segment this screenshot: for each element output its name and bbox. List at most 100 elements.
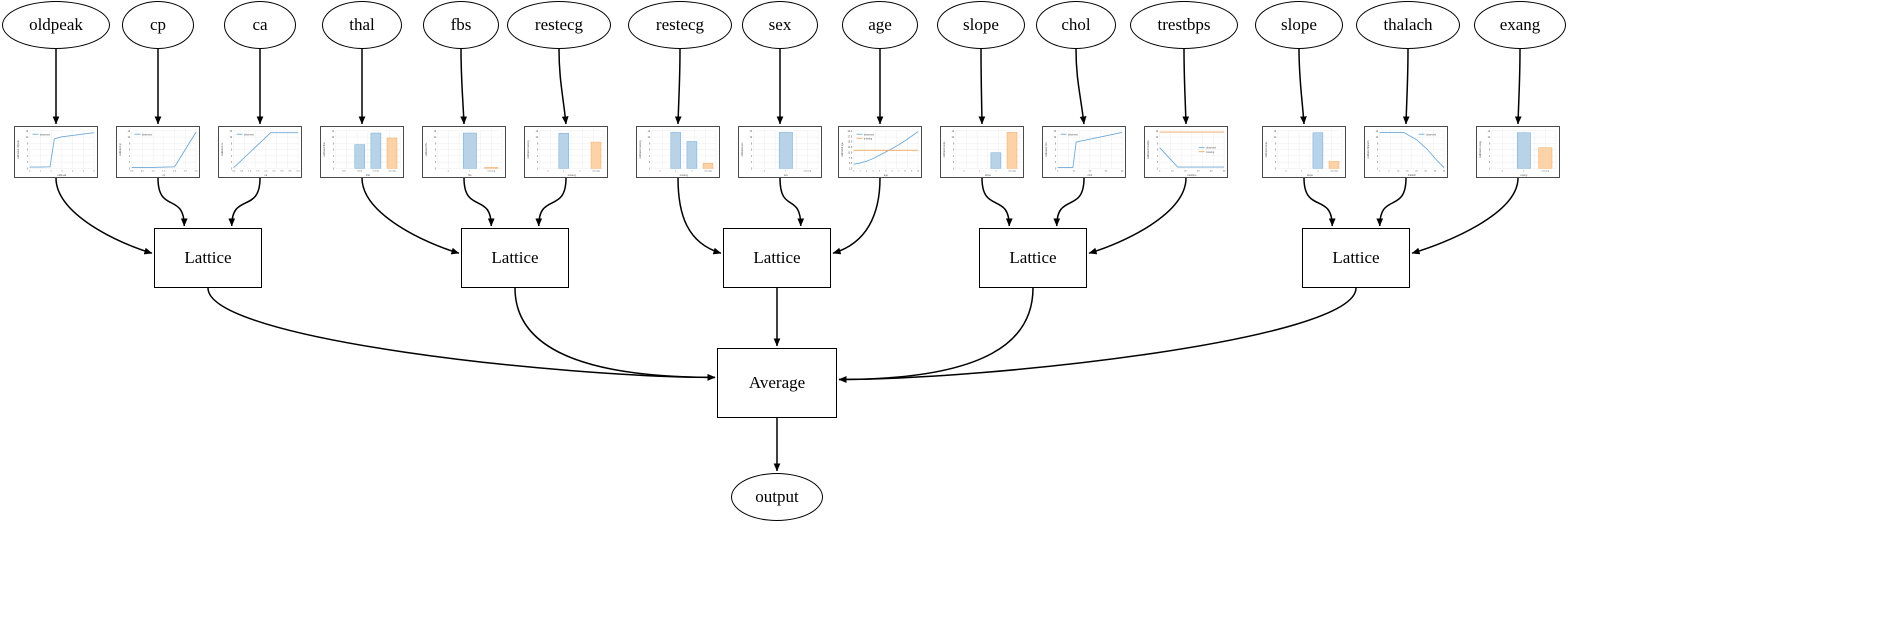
feature-node-restecg[interactable]: restecg <box>507 1 611 49</box>
feature-node-fbs[interactable]: fbs <box>423 1 499 49</box>
feature-node-trestbps[interactable]: trestbps <box>1130 1 1238 49</box>
svg-text:0: 0 <box>1157 169 1159 171</box>
svg-text:0: 0 <box>1159 171 1161 173</box>
svg-text:2: 2 <box>1275 162 1277 164</box>
feature-node-label: age <box>868 15 892 34</box>
svg-text:restecg: restecg <box>568 174 577 177</box>
svg-text:observed: observed <box>40 133 51 136</box>
feature-node-restecg[interactable]: restecg <box>628 1 732 49</box>
feature-node-label: cp <box>149 15 167 34</box>
feature-node-label: chol <box>1061 15 1091 34</box>
lattice-node-4[interactable]: Lattice <box>1302 228 1410 288</box>
feature-node-thal[interactable]: thal <box>322 1 402 49</box>
svg-text:10: 10 <box>750 137 753 139</box>
svg-text:15: 15 <box>1406 171 1409 173</box>
svg-text:1: 1 <box>675 171 677 173</box>
svg-text:2: 2 <box>537 162 539 164</box>
svg-text:calibrated exang: calibrated exang <box>1479 140 1482 158</box>
svg-text:12: 12 <box>332 131 335 133</box>
svg-text:5.0: 5.0 <box>849 163 853 165</box>
svg-text:8: 8 <box>27 144 29 146</box>
svg-text:0: 0 <box>764 171 766 173</box>
feature-node-cp[interactable]: cp <box>122 1 194 49</box>
lattice-node-0[interactable]: Lattice <box>154 228 262 288</box>
feature-node-slope[interactable]: slope <box>937 1 1025 49</box>
svg-text:chol: chol <box>1088 174 1093 177</box>
svg-text:12: 12 <box>434 131 437 133</box>
svg-text:10: 10 <box>536 137 539 139</box>
svg-text:12: 12 <box>128 131 131 133</box>
svg-text:missing: missing <box>1008 171 1016 173</box>
output-node-label: output <box>755 487 799 506</box>
lattice-node-1[interactable]: Lattice <box>461 228 569 288</box>
svg-text:12: 12 <box>230 131 233 133</box>
svg-text:40: 40 <box>1121 171 1124 173</box>
svg-text:8: 8 <box>953 144 955 146</box>
svg-text:0: 0 <box>129 169 131 171</box>
svg-text:calibrated thal: calibrated thal <box>323 142 326 157</box>
svg-text:1: 1 <box>859 171 861 173</box>
feature-node-age[interactable]: age <box>842 1 918 49</box>
svg-text:8: 8 <box>333 144 335 146</box>
svg-text:cp: cp <box>163 174 166 177</box>
svg-text:12: 12 <box>536 131 539 133</box>
svg-text:revrsbl: revrsbl <box>373 170 380 173</box>
svg-text:5: 5 <box>83 171 85 173</box>
svg-text:0: 0 <box>1379 171 1381 173</box>
svg-text:4: 4 <box>231 156 233 158</box>
svg-text:calibrated oldpeak: calibrated oldpeak <box>17 139 20 158</box>
svg-text:fixed: fixed <box>357 171 362 173</box>
svg-text:8: 8 <box>905 171 907 173</box>
svg-text:12: 12 <box>26 131 29 133</box>
feature-node-label: ca <box>252 15 268 34</box>
average-node[interactable]: Average <box>717 348 837 418</box>
feature-node-label: restecg <box>534 15 584 34</box>
feature-node-sex[interactable]: sex <box>742 1 818 49</box>
svg-text:0: 0 <box>1055 169 1057 171</box>
svg-text:6: 6 <box>93 171 95 173</box>
edges-feature-to-panel <box>52 48 1522 125</box>
svg-text:2.0: 2.0 <box>173 171 177 173</box>
svg-text:2: 2 <box>1489 162 1491 164</box>
svg-text:1.0: 1.0 <box>152 171 156 173</box>
svg-text:missing: missing <box>388 171 396 173</box>
svg-text:30: 30 <box>1434 171 1437 173</box>
svg-text:20: 20 <box>1184 171 1187 173</box>
feature-node-exang[interactable]: exang <box>1474 1 1566 49</box>
svg-text:0: 0 <box>435 169 437 171</box>
lattice-node-2[interactable]: Lattice <box>723 228 831 288</box>
svg-text:10: 10 <box>1054 137 1057 139</box>
svg-text:calibrated slope: calibrated slope <box>943 141 946 158</box>
svg-text:12: 12 <box>1156 131 1159 133</box>
svg-text:missing: missing <box>804 171 812 173</box>
svg-text:4: 4 <box>751 156 753 158</box>
svg-text:12: 12 <box>952 131 955 133</box>
feature-node-chol[interactable]: chol <box>1036 1 1116 49</box>
feature-node-oldpeak[interactable]: oldpeak <box>2 1 110 49</box>
svg-text:6: 6 <box>333 150 335 152</box>
svg-text:10: 10 <box>26 137 29 139</box>
svg-text:3.5: 3.5 <box>288 171 292 173</box>
output-node[interactable]: output <box>731 473 823 521</box>
svg-text:2: 2 <box>1377 162 1379 164</box>
svg-text:3: 3 <box>872 171 874 173</box>
svg-text:0: 0 <box>963 171 965 173</box>
svg-text:4: 4 <box>435 156 437 158</box>
feature-node-ca[interactable]: ca <box>224 1 296 49</box>
feature-node-label: sex <box>768 15 792 34</box>
lattice-node-label: Lattice <box>184 248 232 267</box>
feature-node-thalach[interactable]: thalach <box>1356 1 1460 49</box>
feature-node-slope[interactable]: slope <box>1255 1 1343 49</box>
svg-text:observed: observed <box>142 133 153 136</box>
svg-text:slope: slope <box>1307 174 1314 177</box>
svg-text:missing: missing <box>704 171 712 173</box>
svg-text:missing: missing <box>1206 151 1215 154</box>
svg-text:12: 12 <box>750 131 753 133</box>
lattice-node-3[interactable]: Lattice <box>979 228 1087 288</box>
svg-text:3.0: 3.0 <box>280 171 284 173</box>
